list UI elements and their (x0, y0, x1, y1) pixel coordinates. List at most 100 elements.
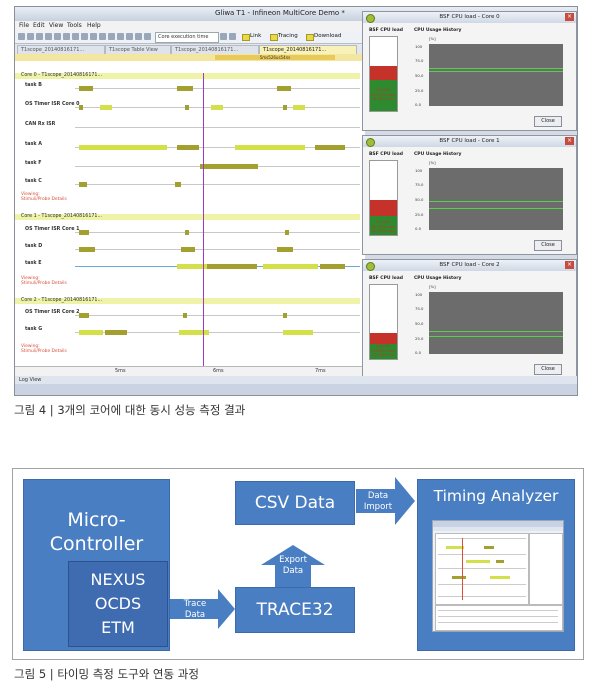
task-row: task A (15, 141, 360, 153)
menu-file[interactable]: File (19, 22, 30, 29)
close-button[interactable]: Close (534, 116, 562, 127)
new-icon[interactable] (18, 33, 25, 40)
trace32-box: TRACE32 (235, 587, 355, 633)
info-icon[interactable] (229, 33, 236, 40)
close-button[interactable]: Close (534, 240, 562, 251)
task-row: OS Timer ISR Core 2 (15, 309, 360, 321)
data-import-arrow (356, 477, 415, 525)
panel-title: BSF CPU load - Core 2 (363, 260, 576, 271)
trace-view[interactable]: 5ms526us54ns Core 0 - T1scope_2014081617… (15, 54, 365, 377)
zoom-out-icon[interactable] (63, 33, 70, 40)
task-row: OS Timer ISR Core 0 (15, 101, 360, 113)
core-1-header[interactable]: Core 1 - T1scope_20140816171... (15, 214, 360, 220)
task-row: task E (15, 260, 360, 272)
menu-help[interactable]: Help (87, 22, 101, 29)
back-icon[interactable] (81, 33, 88, 40)
timing-analyzer-thumbnail (432, 520, 564, 632)
link-button[interactable]: Link (241, 32, 261, 41)
task-row: task G (15, 326, 360, 338)
task-row: task B (15, 82, 360, 94)
task-row: task D (15, 243, 360, 255)
trace-data-arrow (169, 589, 235, 629)
status-bar (15, 384, 577, 395)
cpu-load-panel-core2: BSF CPU load - Core 2 × BSF CPU load CPU… (362, 259, 577, 379)
panel-title: BSF CPU load - Core 0 (363, 12, 576, 23)
task-label: OS Timer ISR Core 1 (25, 227, 80, 232)
task-row: task F (15, 160, 360, 172)
cpu-history-chart: [%] 100 75.0 50.0 25.0 0.0 (415, 284, 563, 360)
cpu-history-chart: [%] 100 75.0 50.0 25.0 0.0 (415, 160, 563, 236)
marker-icon[interactable] (99, 33, 106, 40)
task-label: task E (25, 261, 42, 266)
cpu-history-chart: [%] 100 75.0 50.0 25.0 0.0 (415, 36, 563, 112)
menu-tools[interactable]: Tools (67, 22, 82, 29)
core-0-header[interactable]: Core 0 - T1scope_20140816171... (15, 73, 360, 79)
menu-view[interactable]: View (49, 22, 64, 29)
viewing-note: Viewing:Stimuli/Probe Details (21, 276, 67, 286)
cpu-load-gauge (369, 284, 398, 360)
ruler-selection[interactable]: 5ms526us54ns (215, 55, 335, 60)
timing-analyzer-box: Timing Analyzer (417, 479, 575, 651)
toolbar: Core execution time Link Tracing Downloa… (15, 31, 365, 44)
task-row: OS Timer ISR Core 1 (15, 226, 360, 238)
task-label: OS Timer ISR Core 0 (25, 102, 80, 107)
csv-data-label: CSV Data (254, 493, 336, 513)
task-label: task F (25, 161, 42, 166)
view-select[interactable]: Core execution time (155, 32, 219, 43)
diagram-arrows (169, 477, 415, 629)
history-label: CPU Usage History (414, 152, 462, 157)
panel-title: BSF CPU load - Core 1 (363, 136, 576, 147)
record-icon[interactable] (135, 33, 142, 40)
forward-icon[interactable] (90, 33, 97, 40)
help-icon[interactable] (220, 33, 227, 40)
history-label: CPU Usage History (414, 276, 462, 281)
cpu-load-gauge (369, 36, 398, 112)
zoom-in-icon[interactable] (54, 33, 61, 40)
close-icon[interactable]: × (565, 13, 574, 21)
close-icon[interactable]: × (565, 261, 574, 269)
time-tick: 5ms (115, 368, 126, 374)
open-icon[interactable] (27, 33, 34, 40)
export-data-label: Export Data (279, 555, 307, 576)
task-label: CAN Rx ISR (25, 122, 56, 127)
menu-edit[interactable]: Edit (33, 22, 45, 29)
task-label: task C (25, 179, 42, 184)
core-2-header[interactable]: Core 2 - T1scope_20140816171... (15, 298, 360, 304)
time-cursor[interactable] (203, 73, 204, 368)
csv-data-box: CSV Data (235, 481, 355, 525)
menu-bar: File Edit View Tools Help (15, 21, 577, 31)
cpu-load-panel-core0: BSF CPU load - Core 0 × BSF CPU load CPU… (362, 11, 577, 131)
download-button[interactable]: Download (305, 32, 341, 41)
close-button[interactable]: Close (534, 364, 562, 375)
log-view-tab[interactable]: Log View (15, 376, 577, 384)
microcontroller-label: Micro- Controller (49, 509, 144, 555)
timing-analyzer-label: Timing Analyzer (433, 487, 559, 505)
app-icon (366, 138, 375, 147)
task-row: task C (15, 178, 360, 190)
close-icon[interactable]: × (565, 137, 574, 145)
refresh-icon[interactable] (126, 33, 133, 40)
filter-icon[interactable] (108, 33, 115, 40)
save-icon[interactable] (36, 33, 43, 40)
stop-icon[interactable] (144, 33, 151, 40)
task-label: task D (25, 244, 43, 249)
window-title: Gliwa T1 - Infineon MultiCore Demo * (215, 9, 345, 17)
viewing-note: Viewing:Stimuli/Probe Details (21, 344, 67, 354)
settings-icon[interactable] (117, 33, 124, 40)
cpu-load-panel-core1: BSF CPU load - Core 1 × BSF CPU load CPU… (362, 135, 577, 255)
time-ruler[interactable]: 5ms526us54ns (15, 54, 365, 61)
time-axis: 5ms 6ms 7ms (15, 366, 365, 377)
gauge-label: BSF CPU load (369, 276, 404, 281)
tracing-button[interactable]: Tracing (269, 32, 298, 41)
gauge-label: BSF CPU load (369, 28, 404, 33)
fit-icon[interactable] (72, 33, 79, 40)
print-icon[interactable] (45, 33, 52, 40)
gliwa-t1-screenshot: Gliwa T1 - Infineon MultiCore Demo * Fil… (14, 6, 578, 396)
export-data-arrow (261, 545, 325, 591)
